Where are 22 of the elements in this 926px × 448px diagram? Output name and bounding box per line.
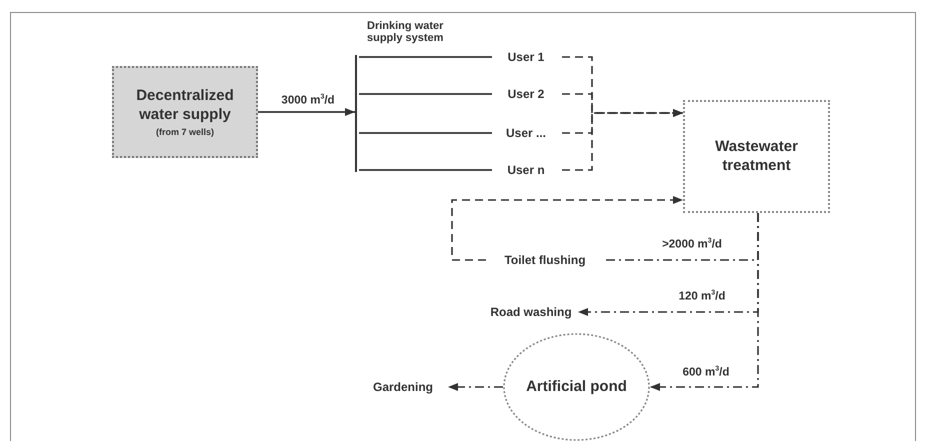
source-box (112, 66, 258, 158)
edge-label: 3000 m$^{3}$/d (279, 94, 337, 106)
connector-line (359, 93, 492, 95)
pond-ellipse (503, 333, 650, 441)
arrow (451, 196, 683, 261)
system-heading: Drinking water supply system (367, 20, 444, 44)
node-title: Artificial pond (526, 378, 627, 396)
node-title: Wastewater treatment (714, 138, 799, 176)
arrow (258, 108, 355, 116)
connector-line (359, 132, 492, 134)
treatment-box (683, 100, 830, 213)
arrow (448, 383, 503, 391)
edge-label: 120 m$^{3}$/d (676, 290, 728, 302)
node-title: Decentralized water supply (135, 87, 235, 125)
connector-line (359, 56, 492, 58)
node-subtext: (from 7 wells) (156, 126, 214, 137)
arrow (562, 109, 683, 171)
edge-label: 600 m$^{3}$/d (680, 366, 732, 378)
connector-line (359, 169, 492, 171)
arrow (650, 213, 759, 391)
edge-label: >2000 m$^{3}$/d (660, 238, 724, 250)
arrow (562, 56, 683, 117)
